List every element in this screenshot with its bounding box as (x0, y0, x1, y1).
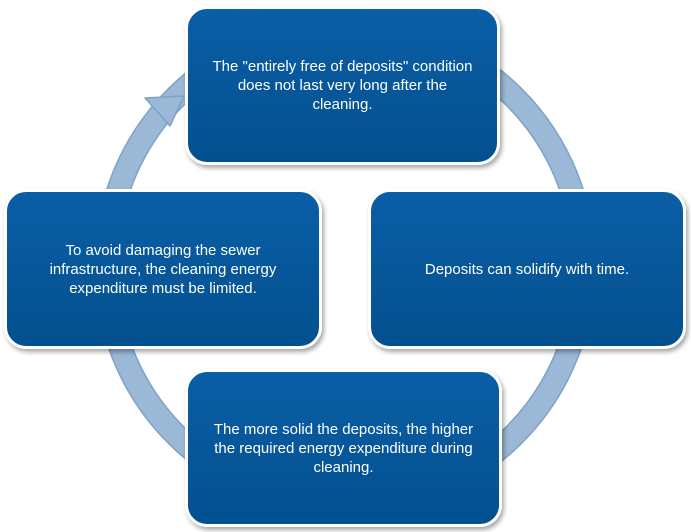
cycle-step-top-text: The "entirely free of deposits" conditio… (212, 58, 473, 113)
cycle-step-bottom: The more solid the deposits, the higher … (185, 369, 502, 527)
cycle-step-left: To avoid damaging the sewer infrastructu… (4, 189, 322, 349)
cycle-step-right-text: Deposits can solidify with time. (424, 260, 630, 278)
cycle-arrowhead (144, 95, 185, 127)
cycle-step-left-text: To avoid damaging the sewer infrastructu… (49, 241, 277, 297)
cycle-step-right: Deposits can solidify with time. (368, 189, 686, 349)
cycle-step-bottom-text: The more solid the deposits, the higher … (213, 420, 474, 476)
cycle-step-top: The "entirely free of deposits" conditio… (185, 6, 500, 165)
